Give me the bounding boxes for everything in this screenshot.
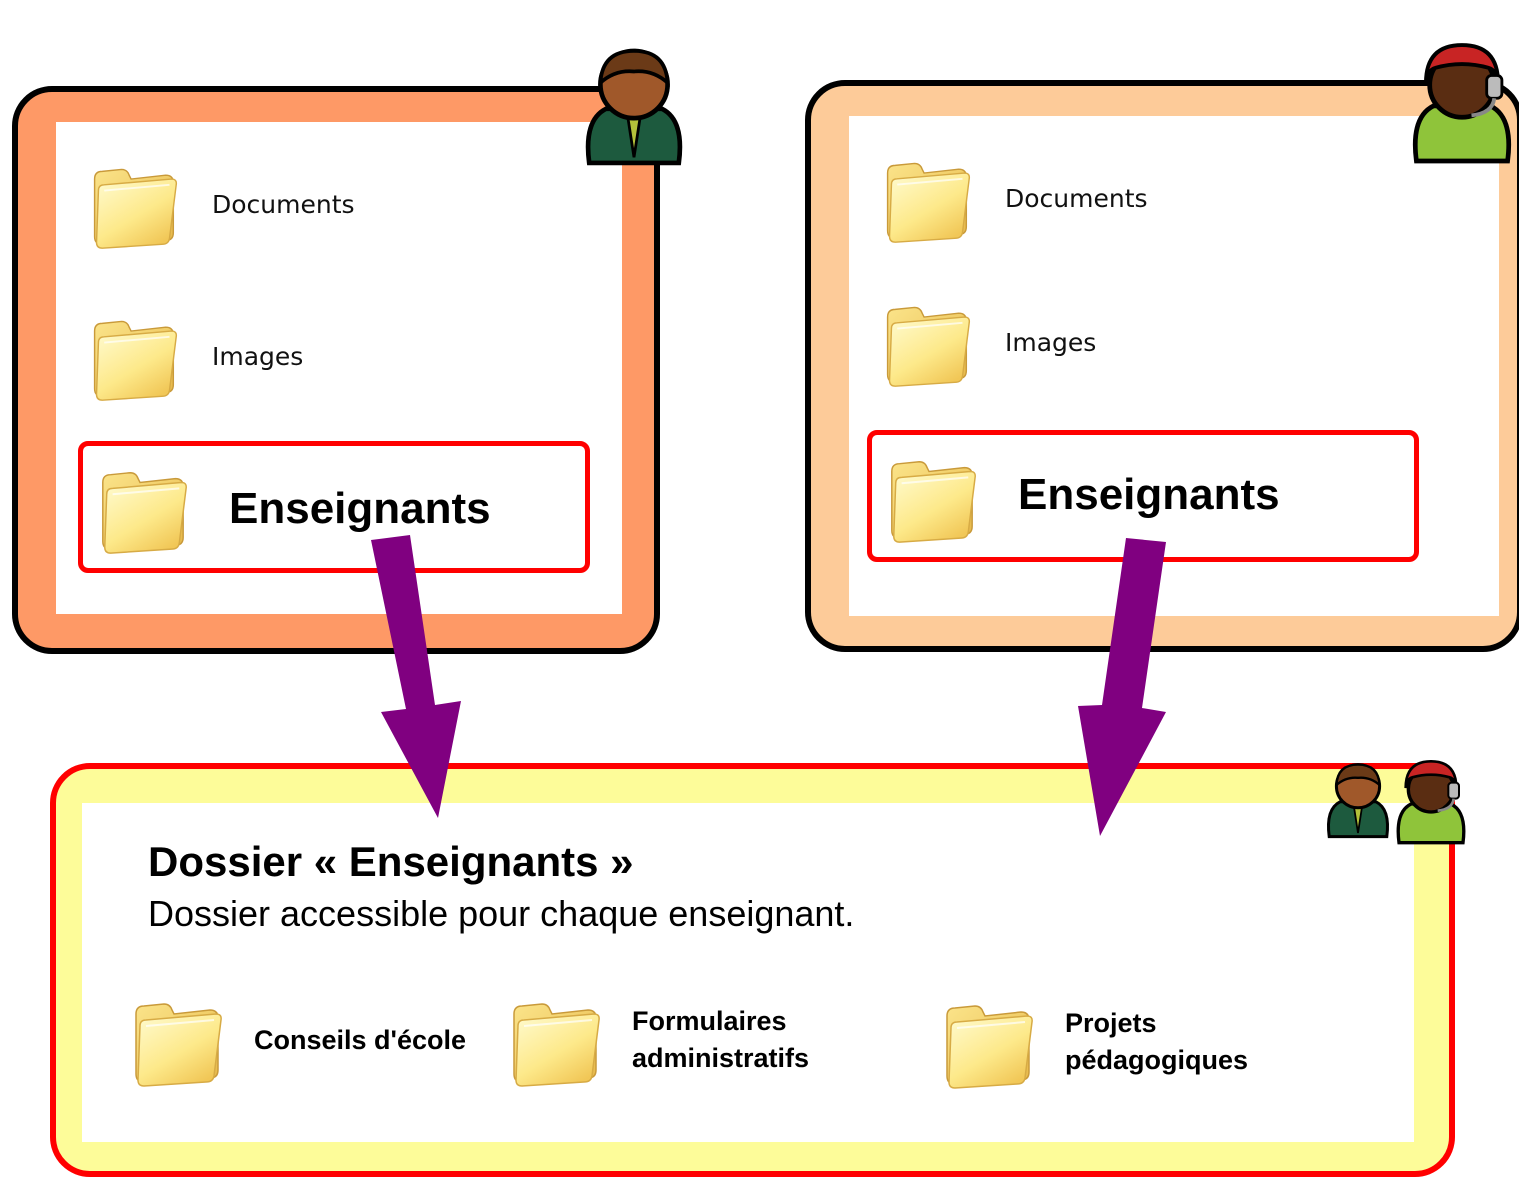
folder-icon [504, 990, 604, 1090]
headset-user-avatar-icon [1388, 742, 1474, 862]
headset-user-avatar-icon [1405, 10, 1519, 196]
folder-label: Documents [212, 189, 355, 219]
folder-label: Images [1005, 327, 1097, 357]
folder-icon [882, 447, 980, 547]
folder-label: Images [212, 341, 304, 371]
folder-icon [93, 458, 191, 558]
subfolder-label: Projets pédagogiques [1065, 1008, 1249, 1075]
teacher-avatar-icon [1322, 738, 1394, 862]
subfolder-conseils[interactable]: Conseils d'école [126, 990, 494, 1090]
folder-icon [84, 156, 182, 252]
shared-folder-title: Dossier « Enseignants » [148, 838, 634, 885]
folder-icon [877, 150, 975, 246]
folder-icon [126, 990, 226, 1090]
folder-icon [877, 294, 975, 390]
folder-documents[interactable]: Documents [84, 156, 355, 252]
folder-label: Enseignants [229, 484, 491, 533]
folder-images[interactable]: Images [84, 308, 303, 404]
folder-documents[interactable]: Documents [877, 150, 1148, 246]
shared-folder-panel [50, 763, 1455, 1177]
folder-label: Documents [1005, 183, 1148, 213]
subfolder-projets[interactable]: Projets pédagogiques [937, 992, 1295, 1092]
subfolder-label: Conseils d'école [254, 1024, 466, 1055]
folder-icon [84, 308, 182, 404]
shared-folder-content [82, 803, 1414, 1142]
shared-folder-description: Dossier accessible pour chaque enseignan… [148, 893, 855, 934]
folder-label: Enseignants [1018, 470, 1280, 519]
right-user-folder-window: Documents Images Enseignants [805, 80, 1519, 652]
teacher-avatar-icon [578, 20, 690, 192]
subfolder-formulaires[interactable]: Formulaires administratifs [504, 990, 852, 1090]
folder-enseignants-highlight[interactable]: Enseignants [78, 441, 590, 573]
folder-images[interactable]: Images [877, 294, 1096, 390]
right-folder-list: Documents Images Enseignants [849, 116, 1499, 616]
left-folder-list: Documents Images Enseignants [56, 122, 622, 614]
left-user-folder-window: Documents Images Enseignants [12, 86, 660, 654]
subfolder-label: Formulaires administratifs [632, 1006, 810, 1073]
folder-icon [937, 992, 1037, 1092]
folder-enseignants-highlight[interactable]: Enseignants [867, 430, 1419, 562]
